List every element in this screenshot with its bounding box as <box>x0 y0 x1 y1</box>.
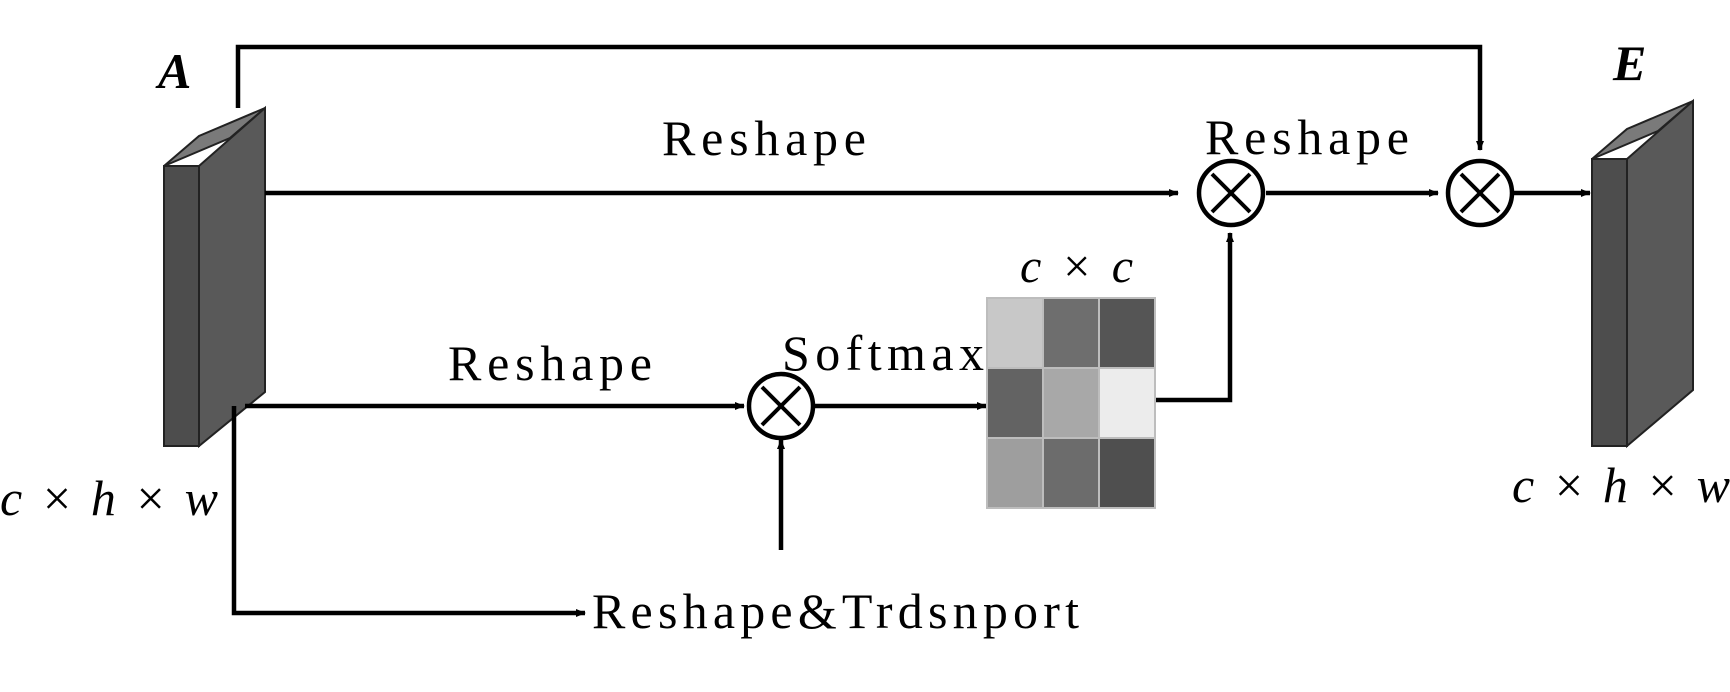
matrix-cell <box>1098 437 1156 509</box>
reshape-transport-label: Reshape&Trdsnport <box>592 583 1079 639</box>
matrix-cell <box>1042 297 1100 369</box>
matrix-cell <box>1042 437 1100 509</box>
attention-matrix <box>986 297 1156 509</box>
multiply-operator-2 <box>1445 158 1515 228</box>
matrix-cell <box>1042 367 1100 439</box>
matrix-to-multiply-line <box>1156 232 1234 403</box>
reshape-right-label: Reshape <box>1205 109 1409 165</box>
matrix-dims: c × c <box>1020 240 1133 293</box>
connection-lines <box>231 44 1591 617</box>
input-label: A <box>155 43 191 99</box>
skip-connection-line <box>235 44 1484 151</box>
matrix-cell <box>986 437 1044 509</box>
output-dims: c × h × w <box>1512 457 1730 513</box>
multiply-operator-1 <box>1196 158 1266 228</box>
matrix-cell <box>1098 297 1156 369</box>
input-dims: c × h × w <box>0 470 218 526</box>
multiply-operator-3 <box>746 371 816 441</box>
softmax-label: Softmax <box>782 325 984 381</box>
matrix-cell <box>986 367 1044 439</box>
output-feature-block <box>1591 98 1694 449</box>
reshape-transport-line <box>231 406 586 617</box>
matrix-cell <box>986 297 1044 369</box>
reshape-top-label: Reshape <box>662 110 866 166</box>
reshape-mid-label: Reshape <box>448 335 652 391</box>
matrix-cell <box>1098 367 1156 439</box>
input-feature-block <box>163 105 266 449</box>
output-label: E <box>1612 35 1646 91</box>
